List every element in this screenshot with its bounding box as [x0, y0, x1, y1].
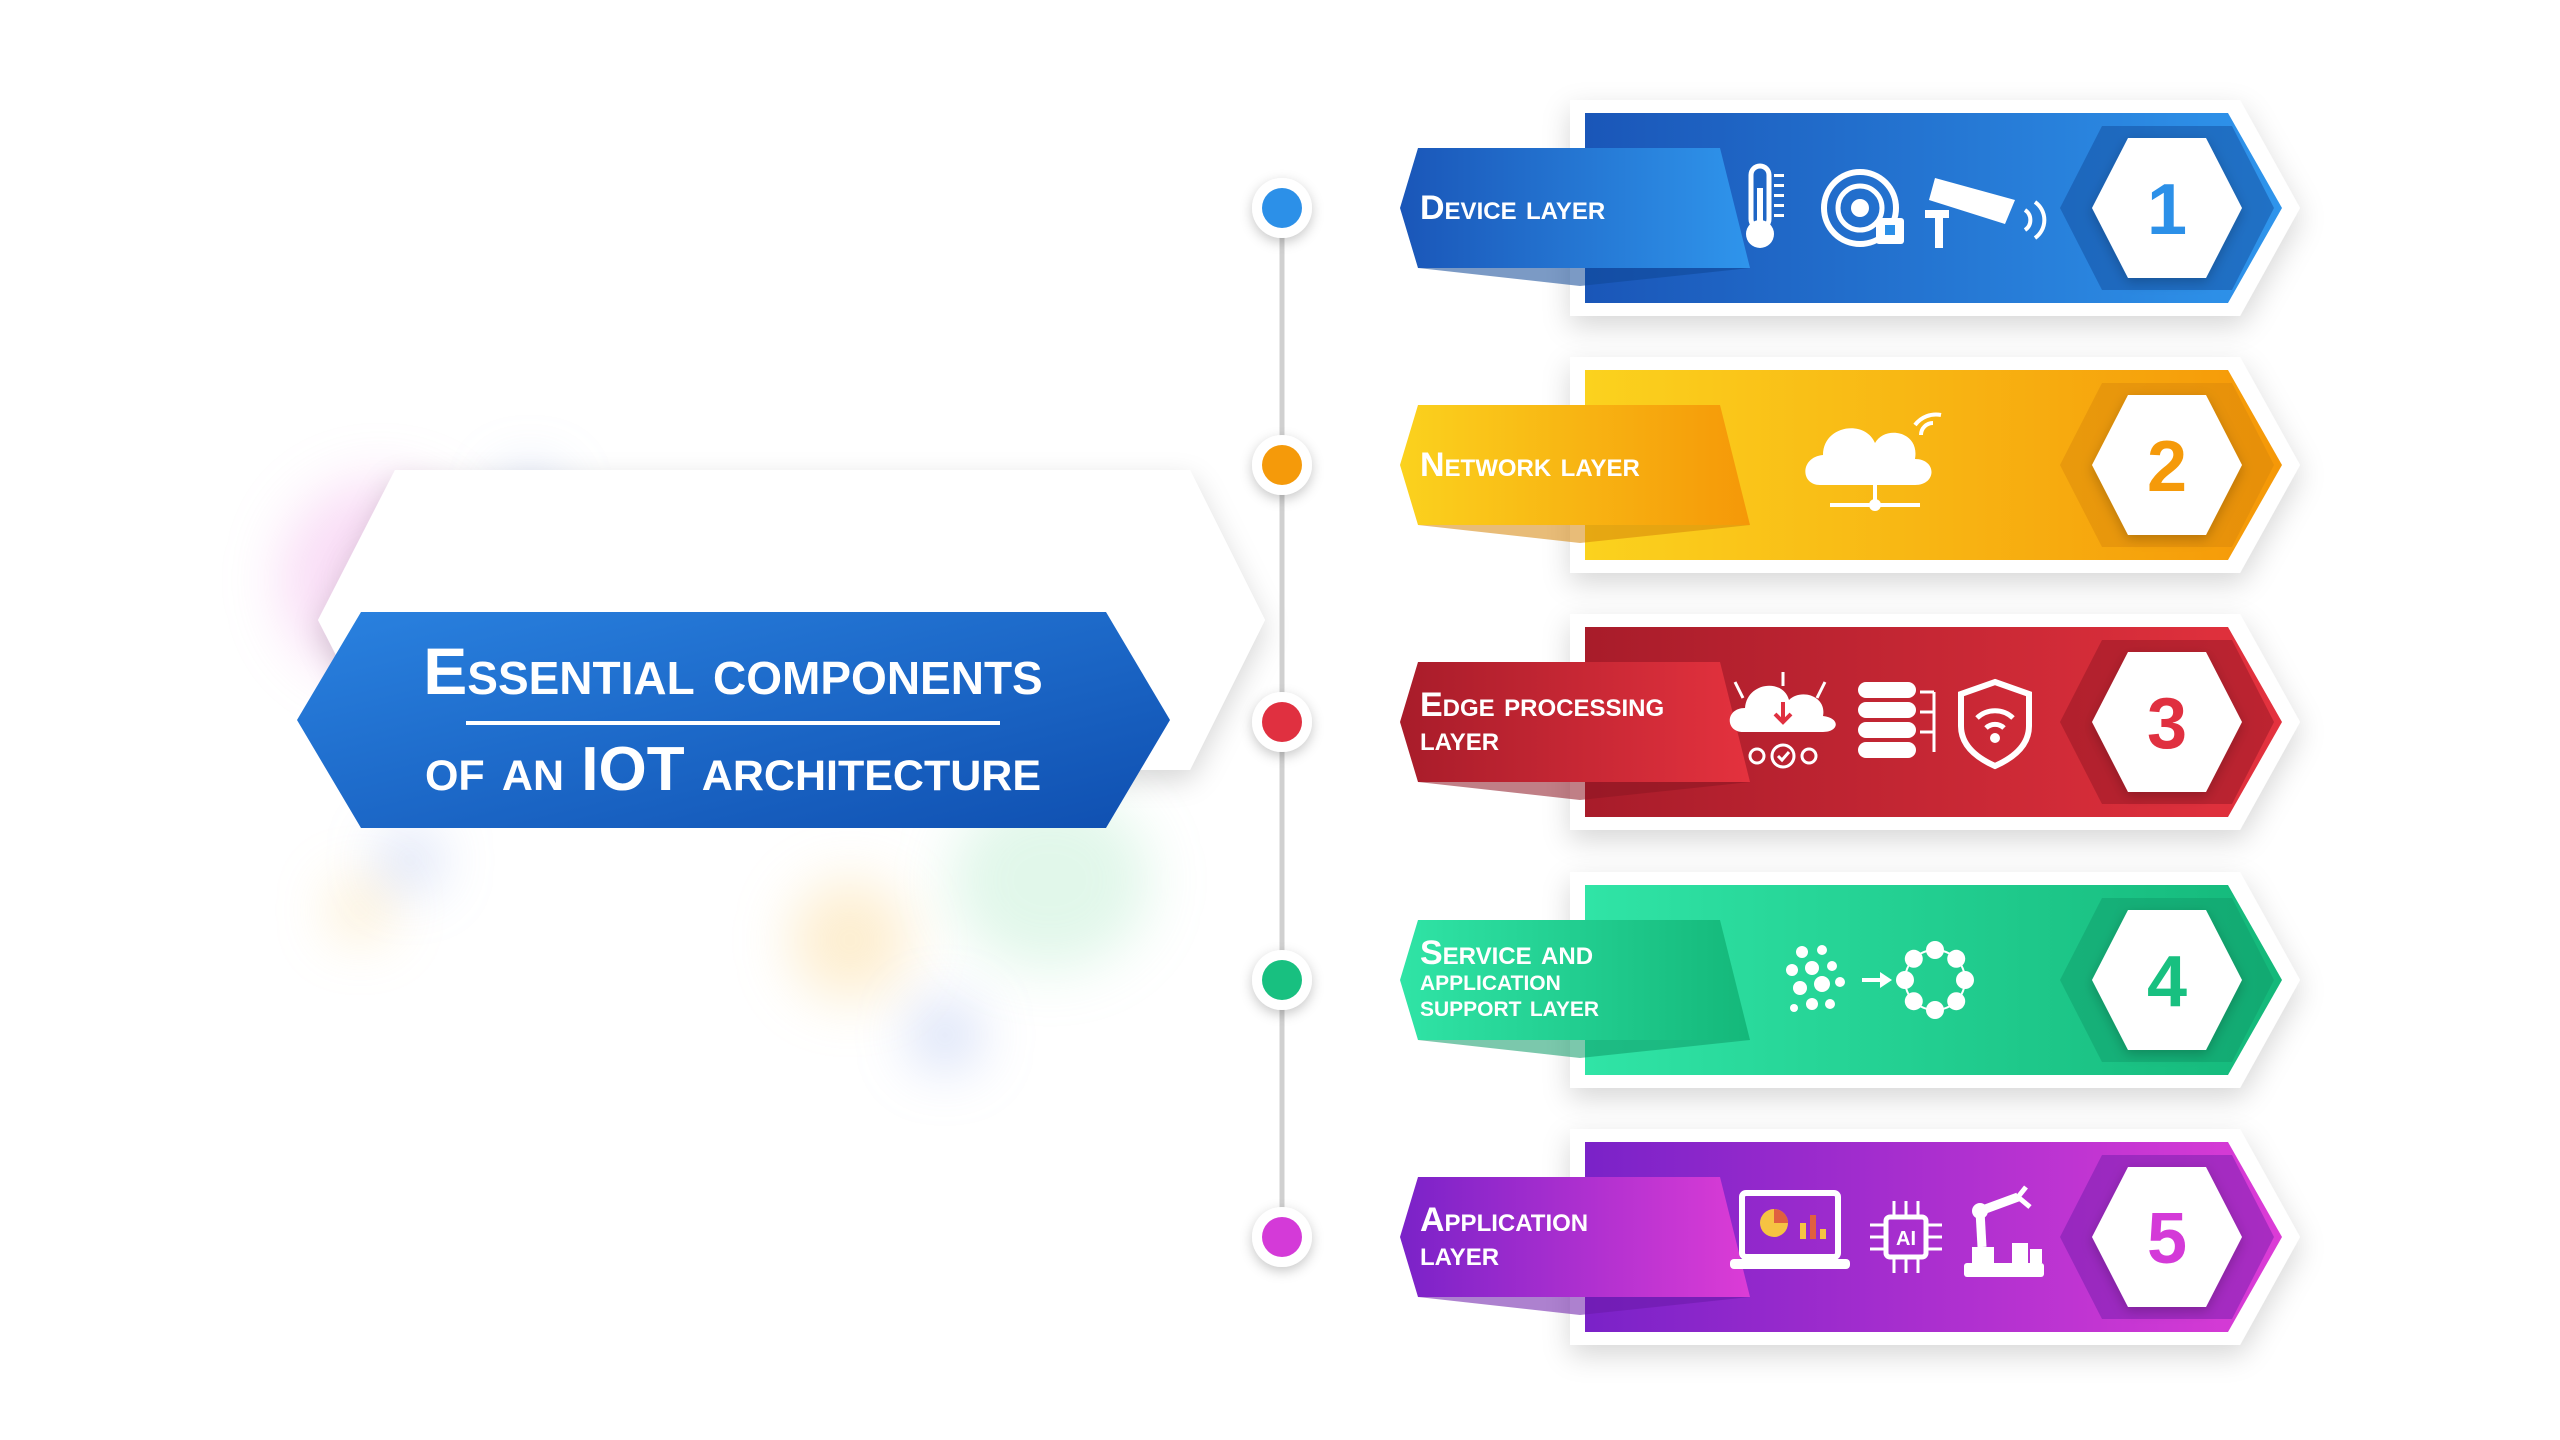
label-tab: [1400, 405, 1750, 525]
layer-label: layer: [1420, 720, 1499, 758]
background-blob: [790, 880, 910, 1000]
layer-label: Network layer: [1420, 446, 1640, 484]
circle-dots-icon: [1896, 941, 1974, 1019]
layer-label: Edge processing: [1420, 686, 1664, 724]
database-icon: [1858, 682, 1936, 758]
layer-label: application: [1420, 964, 1561, 997]
layer-label: support layer: [1420, 990, 1599, 1023]
layer-number: 2: [2147, 427, 2187, 507]
layer-number: 4: [2147, 942, 2187, 1022]
label-tab-shadow: [1418, 268, 1750, 286]
layer-number: 3: [2147, 684, 2187, 764]
card-band: [1585, 113, 2282, 303]
timeline-dot: [1262, 702, 1302, 742]
smoke-detector-icon: [1821, 169, 1904, 247]
number-hex: [2092, 652, 2242, 792]
layer-1: Device layer 1: [1252, 100, 2300, 316]
number-hex: [2092, 395, 2242, 535]
layer-number: 1: [2147, 170, 2187, 250]
label-tab: [1400, 662, 1750, 782]
security-camera-icon: [1925, 178, 2047, 248]
title-line-1: Essential components: [423, 634, 1043, 708]
layer-label: Device layer: [1420, 189, 1605, 227]
cloud-wifi-icon: [1805, 412, 1942, 511]
arrow-right-icon: [1862, 972, 1892, 988]
label-tab: [1400, 148, 1750, 268]
label-tab-shadow: [1418, 525, 1750, 543]
card-band: [1585, 885, 2282, 1075]
svg-text:AI: AI: [1896, 1228, 1916, 1250]
robot-arm-icon: [1964, 1185, 2044, 1277]
card-band: [1585, 370, 2282, 560]
title-banner: Essential components of an IOT architect…: [297, 470, 1265, 828]
label-tab: [1400, 1177, 1750, 1297]
timeline-dot: [1262, 1217, 1302, 1257]
number-hex: [2092, 910, 2242, 1050]
background-blob: [910, 1000, 980, 1070]
scatter-dots-icon: [1786, 945, 1845, 1012]
label-tab-shadow: [1418, 1040, 1750, 1058]
background-blob: [380, 830, 440, 890]
wifi-shield-icon: [1958, 678, 2032, 770]
title-divider: [466, 721, 1000, 725]
laptop-chart-icon: [1730, 1190, 1850, 1269]
timeline-dot: [1262, 445, 1302, 485]
number-hex: [2092, 1167, 2242, 1307]
layer-label: Service and: [1420, 934, 1593, 972]
number-hex: [2092, 138, 2242, 278]
label-tab-shadow: [1418, 1297, 1750, 1315]
timeline-dot: [1262, 960, 1302, 1000]
layer-number: 5: [2147, 1199, 2187, 1279]
timeline-dot: [1262, 188, 1302, 228]
title-line-2: of an IOT architecture: [425, 735, 1041, 804]
thermometer-icon: [1746, 163, 1784, 248]
cloud-process-icon: [1729, 672, 1836, 769]
background-blob: [330, 880, 390, 940]
layer-2: Network layer 2: [1252, 357, 2300, 573]
label-tab-shadow: [1418, 782, 1750, 800]
layer-label: Application: [1420, 1201, 1588, 1239]
ai-chip-icon: AI: [1870, 1201, 1942, 1273]
layer-label: layer: [1420, 1235, 1499, 1273]
label-tab: [1400, 920, 1750, 1040]
